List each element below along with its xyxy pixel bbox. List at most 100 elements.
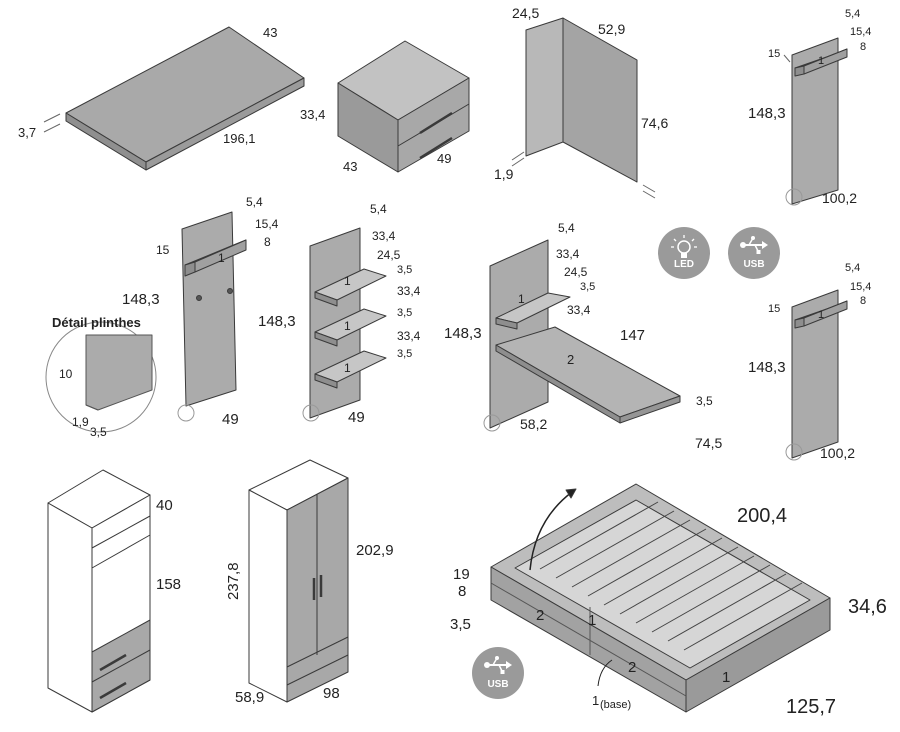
coat-panel-tr-top: 15: [768, 48, 781, 60]
corner-panel-back: 52,9: [598, 21, 626, 37]
lightbulb-icon: [671, 235, 697, 258]
bed-drawer-b: 1: [588, 612, 597, 629]
plinth-detail-t1: 1,9: [72, 415, 89, 429]
coat-panel-r2-shelf-num: 1: [818, 309, 825, 321]
coat-panel-mid-height: 148,3: [122, 291, 160, 308]
nightstand-drawing: [337, 40, 470, 173]
shelf-unit-n3: 1: [344, 361, 351, 375]
shelf-unit-t3: 3,5: [397, 348, 413, 360]
desk-unit-drawing: [483, 239, 681, 432]
shelf-unit-width: 49: [348, 409, 365, 426]
plinth-detail-h: 10: [59, 367, 73, 381]
bed-h2: 8: [458, 583, 467, 600]
coat-panel-r2-shelf: 15,4: [850, 281, 872, 293]
plinth-detail-title: Détail plinthes: [52, 315, 141, 330]
coat-panel-mid-top: 15: [156, 243, 170, 257]
usb-badge-bottom-label: USB: [487, 679, 509, 690]
coat-panel-r2-top: 15: [768, 303, 781, 315]
nightstand-depth: 43: [343, 159, 358, 174]
usb-badge-top: USB: [728, 227, 780, 279]
wardrobe-width: 98: [323, 685, 340, 702]
coat-panel-r2-w: 5,4: [845, 262, 861, 274]
bed-base-sub: (base): [600, 699, 632, 711]
usb-icon: [484, 656, 512, 674]
desk-unit-d1: 33,4: [556, 247, 580, 261]
bed-height: 34,6: [848, 596, 887, 618]
desk-unit-width: 58,2: [520, 416, 548, 432]
corner-panel-height: 74,6: [641, 115, 669, 131]
nightstand-height: 33,4: [300, 107, 326, 122]
coat-panel-r2-height: 148,3: [748, 359, 786, 376]
usb-badge-bottom: USB: [472, 647, 524, 699]
bed-drawing: [490, 483, 831, 713]
desk-unit-desk-h: 74,5: [695, 435, 723, 451]
bed-h1: 19: [453, 566, 470, 583]
coat-panel-right2-drawing: [785, 289, 848, 461]
wardrobe-body: 202,9: [356, 542, 394, 559]
coat-panel-mid-shelf-h: 8: [264, 235, 271, 249]
bed-drawer-a: 2: [536, 607, 545, 624]
shelf-unit-w: 5,4: [370, 202, 387, 216]
bed-drawer-c: 2: [628, 659, 637, 676]
nightstand-width: 49: [437, 151, 452, 166]
coat-panel-mid-w: 5,4: [246, 195, 263, 209]
shelf-unit-d2: 24,5: [377, 248, 401, 262]
bed-side: 1: [722, 669, 731, 686]
plinth-detail-drawing: [45, 321, 157, 433]
desk-unit-shelf-num: 1: [518, 292, 525, 306]
shelf-unit-d4: 33,4: [397, 329, 421, 343]
coat-panel-tr-width: 100,2: [822, 190, 858, 206]
coat-panel-tr-height: 148,3: [748, 105, 786, 122]
corner-panel-side: 24,5: [512, 5, 540, 21]
bed-width: 125,7: [786, 696, 837, 718]
coat-panel-tr-w: 5,4: [845, 8, 861, 20]
bed-h3: 3,5: [450, 616, 471, 633]
desk-top-drawing: [43, 26, 305, 171]
desk-top-depth: 43: [263, 25, 278, 40]
coat-panel-mid-shelf: 15,4: [255, 217, 279, 231]
coat-panel-r2-width: 100,2: [820, 445, 856, 461]
wardrobe-drawing: [248, 459, 349, 703]
coat-panel-r2-shelf-h: 8: [860, 295, 867, 307]
shelf-unit-height: 148,3: [258, 313, 296, 330]
desk-top-width: 196,1: [223, 131, 256, 146]
bed-base-num: 1: [592, 693, 600, 708]
wardrobe-depth: 58,9: [235, 689, 265, 706]
coat-panel-top-right-drawing: [783, 37, 848, 206]
desk-unit-t1: 3,5: [580, 281, 596, 293]
open-column-top: 40: [156, 497, 173, 514]
shelf-unit-t1: 3,5: [397, 264, 413, 276]
wardrobe-height: 237,8: [225, 562, 242, 600]
usb-badge-top-label: USB: [743, 259, 765, 270]
shelf-unit-d3: 33,4: [397, 284, 421, 298]
coat-panel-mid-shelf-num: 1: [218, 251, 225, 265]
shelf-unit-drawing: [302, 227, 387, 422]
desk-unit-desk-t: 3,5: [696, 394, 713, 408]
shelf-unit-d1: 33,4: [372, 229, 396, 243]
coat-panel-tr-shelf-h: 8: [860, 41, 867, 53]
shelf-unit-n1: 1: [344, 274, 351, 288]
led-badge: LED: [658, 227, 710, 279]
plinth-detail-t2: 3,5: [90, 425, 107, 439]
desk-unit-w: 5,4: [558, 221, 575, 235]
open-column-height: 158: [156, 576, 182, 593]
corner-panel-thickness: 1,9: [494, 166, 514, 182]
desk-top-thickness: 3,7: [18, 125, 37, 140]
led-badge-label: LED: [674, 259, 694, 270]
shelf-unit-n2: 1: [344, 319, 351, 333]
open-column-drawing: [47, 469, 151, 713]
desk-unit-height: 148,3: [444, 325, 482, 342]
coat-panel-tr-shelf-num: 1: [818, 55, 825, 67]
coat-panel-mid-drawing: [177, 211, 247, 422]
corner-panel-drawing: [511, 17, 656, 199]
shelf-unit-t2: 3,5: [397, 307, 413, 319]
coat-panel-mid-width: 49: [222, 411, 239, 428]
bed-length: 200,4: [737, 505, 788, 527]
usb-icon: [740, 236, 768, 254]
desk-unit-desk-num: 2: [567, 352, 575, 367]
desk-unit-desk-len: 147: [620, 327, 646, 344]
desk-unit-d3: 33,4: [567, 303, 591, 317]
coat-panel-tr-shelf: 15,4: [850, 26, 872, 38]
